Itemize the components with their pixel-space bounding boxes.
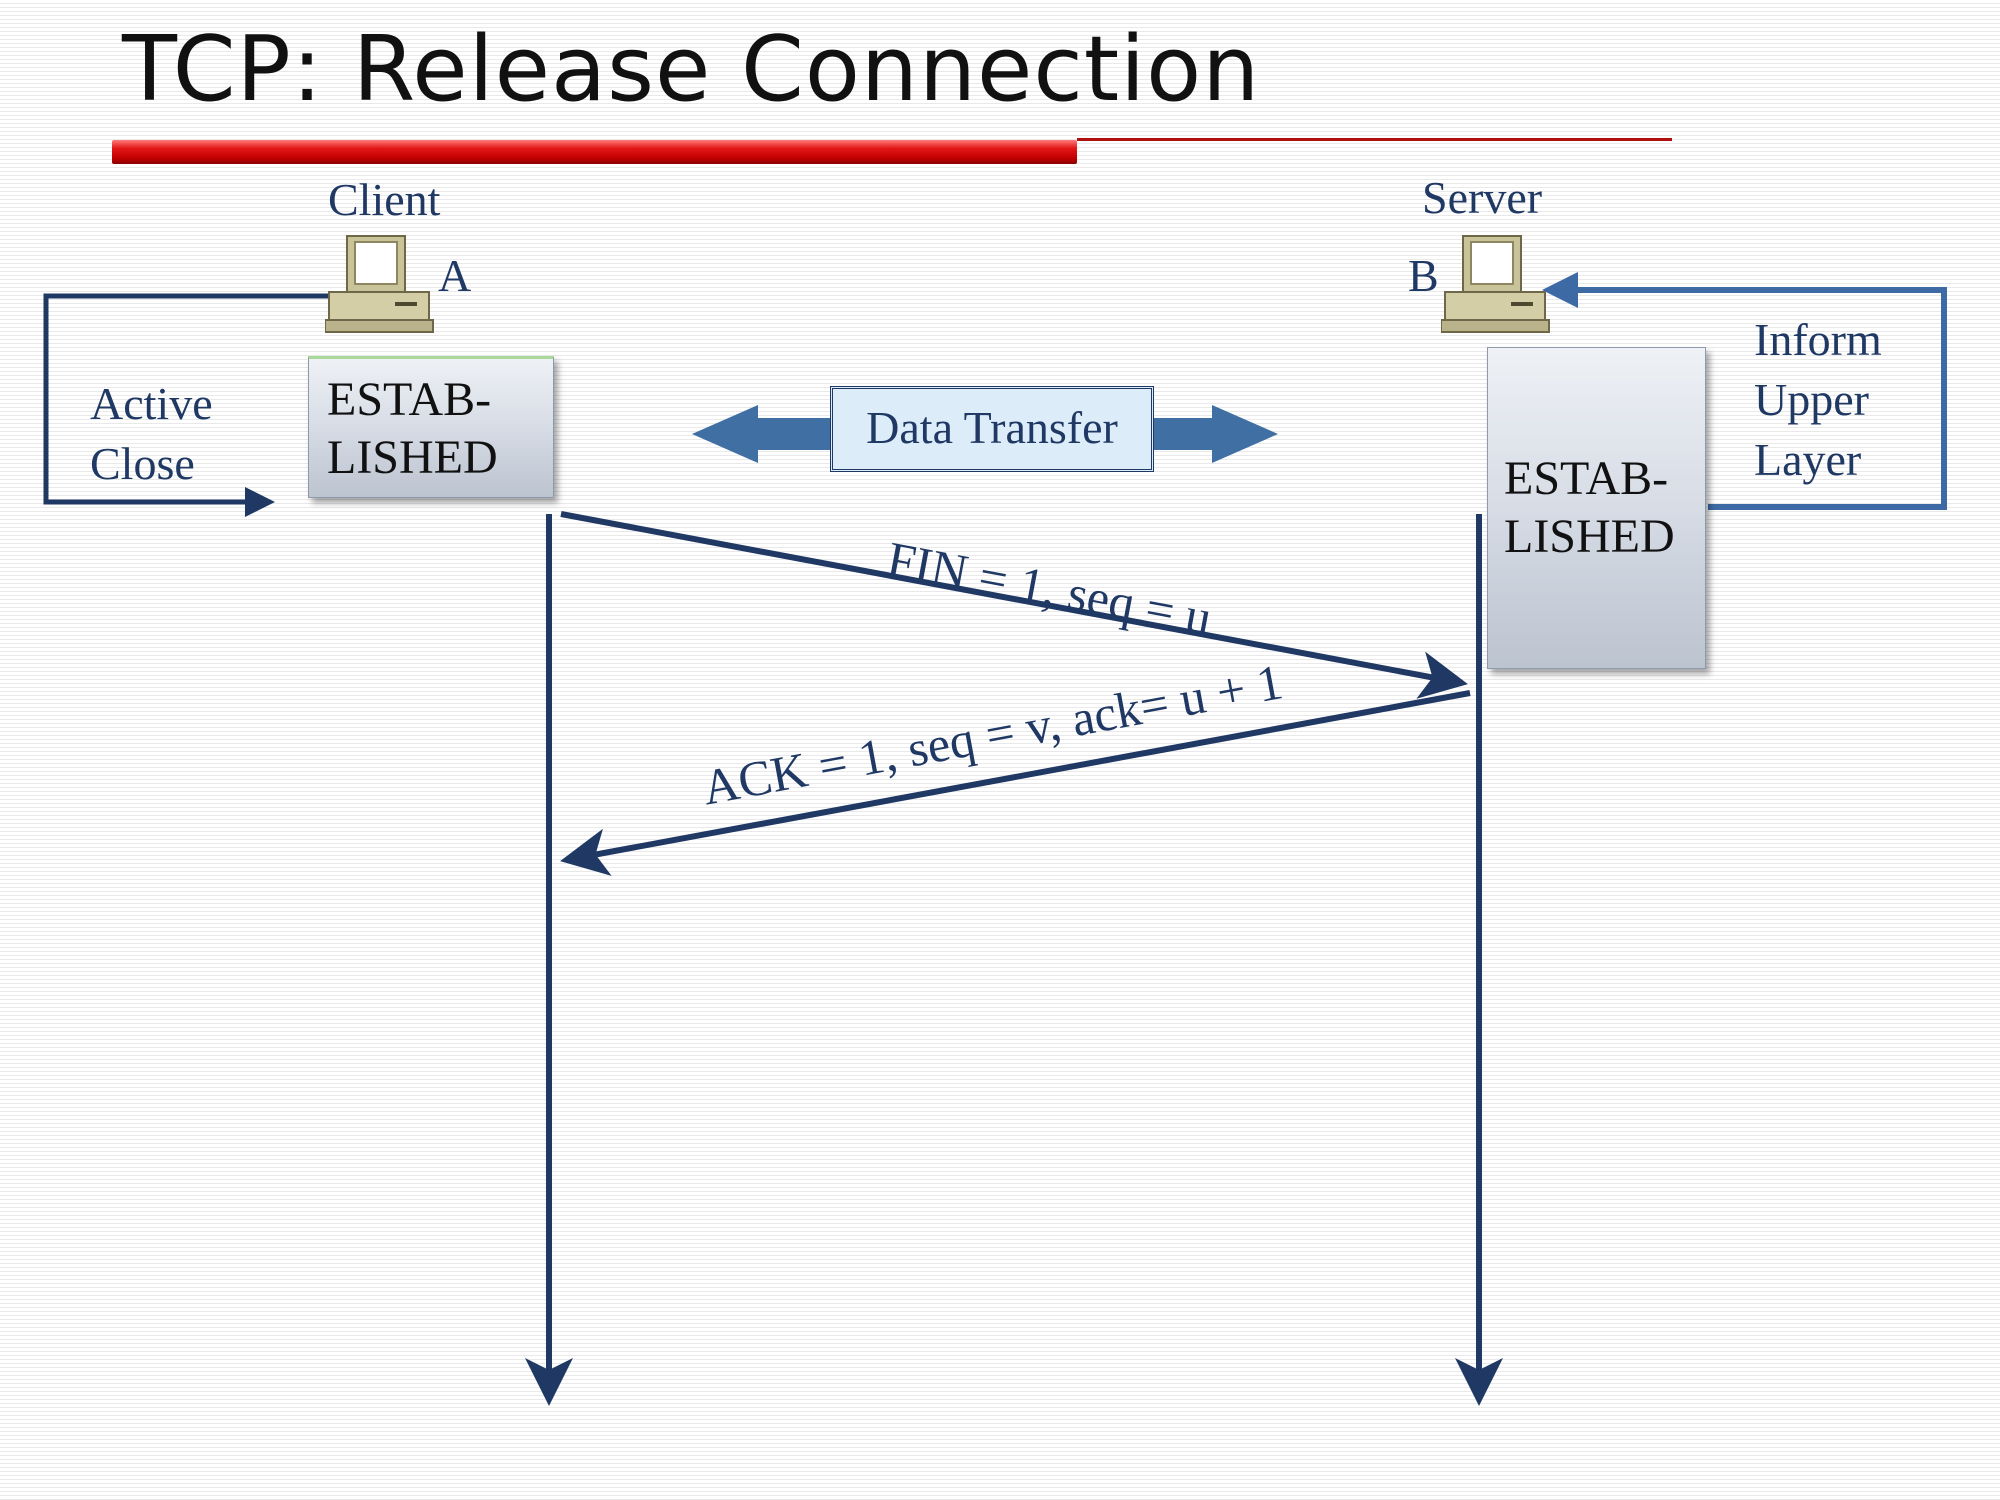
client-computer-icon [325, 235, 434, 333]
active-close-loop-arrow [43, 293, 338, 517]
server-computer-icon [1441, 235, 1550, 333]
server-state-line2: LISHED [1504, 510, 1675, 563]
server-host-label: B [1408, 250, 1439, 301]
inform-upper-layer-label: Inform Upper Layer [1754, 310, 1882, 490]
active-close-line2: Close [90, 438, 195, 489]
ack-message-arrow [560, 690, 1471, 876]
title-underline-bar [112, 140, 1077, 164]
server-state-line1: ESTAB- [1504, 452, 1669, 505]
server-label: Server [1422, 172, 1543, 223]
client-label: Client [328, 174, 441, 225]
slide-title: TCP: Release Connection [122, 17, 1261, 122]
inform-upper-loop-arrow [1542, 272, 1947, 510]
title-underline-line [1077, 138, 1672, 141]
inform-line1: Inform [1754, 314, 1882, 365]
active-close-line1: Active [90, 378, 213, 429]
inform-line3: Layer [1754, 434, 1862, 485]
inform-line2: Upper [1754, 374, 1869, 425]
client-state-line1: ESTAB- [327, 373, 492, 426]
client-host-label: A [438, 250, 472, 301]
data-transfer-box: Data Transfer [830, 386, 1154, 472]
client-state-line2: LISHED [327, 431, 498, 484]
active-close-label: Active Close [90, 374, 213, 494]
client-state-box: ESTAB- LISHED [308, 356, 554, 498]
server-state-box: ESTAB- LISHED [1487, 347, 1706, 669]
fin-message-arrow [560, 511, 1468, 699]
